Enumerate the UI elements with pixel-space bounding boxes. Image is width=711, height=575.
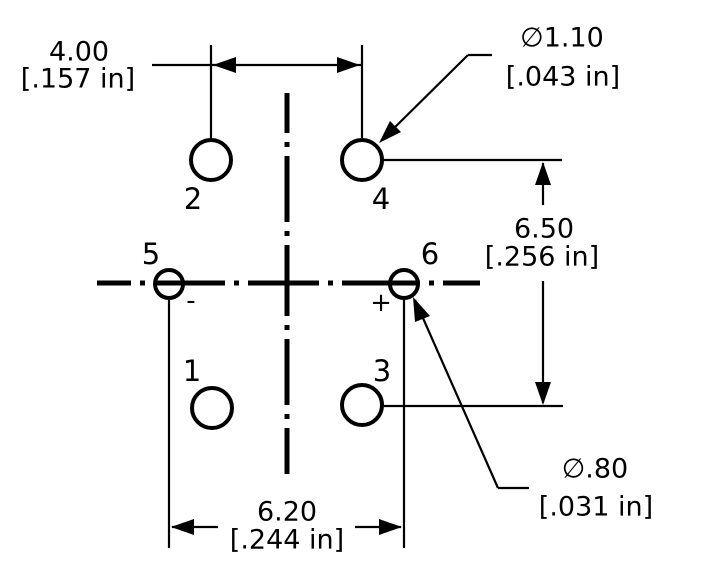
pad-5-hole (153, 268, 185, 300)
dimension-outer-pin-span (167, 300, 406, 548)
pad-4-label: 4 (372, 182, 390, 216)
arrowhead-icon (379, 121, 401, 143)
dim-outer-pin-span-imperial: [.244 in] (230, 525, 344, 556)
dim-small-hole-imperial: [.031 in] (539, 492, 653, 523)
dim-large-hole-imperial: [.043 in] (506, 62, 620, 93)
pad-5-label: 5 (142, 237, 160, 271)
pad-3-hole (340, 383, 384, 427)
arrowhead-right-icon (379, 519, 402, 535)
arrowhead-icon (413, 297, 430, 322)
pad-2-hole (189, 138, 233, 182)
pad-1-label: 1 (183, 354, 201, 388)
pad-4-hole (340, 138, 384, 182)
polarity-plus-sign: + (370, 288, 392, 318)
dimension-horizontal-pitch (152, 45, 364, 139)
arrowhead-up-icon (535, 162, 551, 185)
dim-large-hole-metric: ∅1.10 (520, 23, 604, 54)
pad-6-hole (388, 268, 420, 300)
arrowhead-down-icon (535, 382, 551, 405)
polarity-minus-sign: - (186, 286, 195, 316)
arrowhead-left-icon (213, 57, 236, 73)
dim-outer-pin-span-metric: 6.20 (257, 497, 317, 528)
pad-1-hole (190, 386, 234, 430)
dimension-vertical-span (384, 158, 563, 408)
dim-horizontal-pitch-metric: 4.00 (49, 37, 109, 68)
pad-6-label: 6 (421, 237, 439, 271)
dim-horizontal-pitch-imperial: [.157 in] (21, 64, 135, 95)
leader-small-hole-diameter (413, 297, 529, 490)
dim-vertical-span-imperial: [.256 in] (485, 242, 599, 273)
leader-line (381, 54, 469, 141)
leader-line (413, 299, 500, 489)
dim-vertical-span-metric: 6.50 (514, 214, 574, 245)
leader-large-hole-diameter (379, 53, 492, 143)
arrowhead-left-icon (171, 519, 194, 535)
arrowhead-right-icon (337, 57, 360, 73)
dim-small-hole-metric: ∅.80 (562, 454, 628, 485)
pad-3-label: 3 (373, 354, 391, 388)
pad-2-label: 2 (184, 182, 202, 216)
